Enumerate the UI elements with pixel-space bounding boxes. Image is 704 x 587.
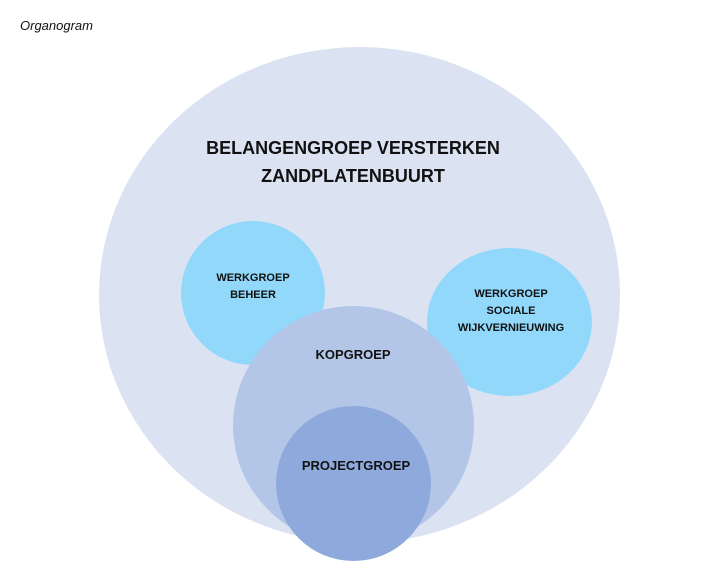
kopgroep-label: KOPGROEP: [315, 347, 391, 362]
projectgroep-label: PROJECTGROEP: [301, 458, 411, 473]
projectgroep-circle: [276, 406, 431, 561]
page-title: Organogram: [20, 18, 93, 33]
belangengroep-label: BELANGENGROEP VERSTERKEN ZANDPLATENBUURT: [206, 138, 500, 186]
werkgroep-beheer-label: WERKGROEP BEHEER: [216, 272, 290, 301]
werkgroep-sociale-wijkvernieuwing-label: WERKGROEP SOCIALE WIJKVERNIEUWING: [457, 288, 565, 334]
